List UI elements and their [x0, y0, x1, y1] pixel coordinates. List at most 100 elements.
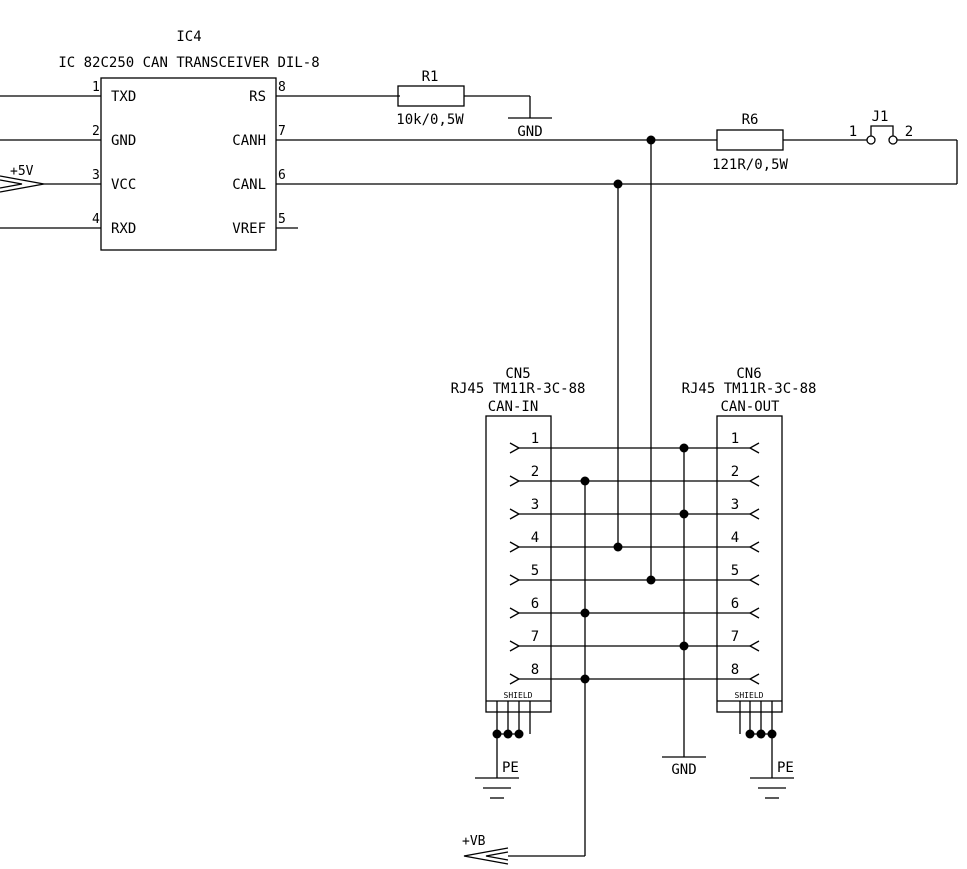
cn5: CN5 RJ45 TM11R-3C-88 CAN-IN SHIELD PE — [451, 366, 586, 799]
ic4-pin3-num: 3 — [92, 168, 100, 183]
cn6-shield-label: SHIELD — [735, 691, 764, 700]
cn5-pin-number: 6 — [531, 596, 539, 612]
ic4-pin-rs: RS — [249, 89, 266, 105]
ic4-ref: IC4 — [176, 29, 201, 45]
cn6-pin-number: 1 — [731, 431, 739, 447]
r6-ref: R6 — [742, 112, 759, 128]
r6-body — [716, 129, 784, 151]
plus-vb-label: +VB — [462, 834, 486, 849]
ic4-pin1-num: 1 — [92, 80, 100, 95]
plus5v-arrow — [0, 175, 45, 193]
cn6-pin-number: 2 — [731, 464, 739, 480]
cn6: CN6 RJ45 TM11R-3C-88 CAN-OUT SHIELD PE — [682, 366, 817, 799]
junction-canh-pin5 — [646, 575, 656, 585]
cn6-pin-number: 7 — [731, 629, 739, 645]
cn6-pin-number: 5 — [731, 563, 739, 579]
r1-value: 10k/0,5W — [396, 112, 464, 128]
j1: J1 1 2 — [849, 109, 958, 184]
cn5-body — [485, 415, 552, 713]
r1-ref: R1 — [422, 69, 439, 85]
ic4-pin5-num: 5 — [278, 212, 286, 227]
junction-gnd-pin7 — [679, 641, 689, 651]
ic4-pin-vcc: VCC — [111, 177, 136, 193]
pe-label-left: PE — [502, 760, 519, 776]
cn5-pin-number: 3 — [531, 497, 539, 513]
j1-ref: J1 — [872, 109, 889, 125]
ic4-pin-txd: TXD — [111, 89, 136, 105]
cn6-pin-arrow — [748, 607, 760, 619]
cn5-pin-number: 4 — [531, 530, 539, 546]
plus5v-label: +5V — [10, 164, 34, 179]
junction-vb-pin6 — [580, 608, 590, 618]
junction-canl — [613, 179, 623, 189]
gnd-label-r1: GND — [517, 124, 542, 140]
cn5-pin-number: 5 — [531, 563, 539, 579]
ic4-pin-vref: VREF — [232, 221, 266, 237]
cn6-pin-arrow — [748, 475, 760, 487]
junction-vb-pin2 — [580, 476, 590, 486]
cn5-pin-arrow — [509, 508, 521, 520]
cn5-pin-number: 1 — [531, 431, 539, 447]
cn6-part: RJ45 TM11R-3C-88 — [682, 381, 817, 397]
ic4-pin-canl: CANL — [232, 177, 266, 193]
cn5-pin-arrow — [509, 607, 521, 619]
connector-pin-rows: 1 1 2 2 3 3 4 4 5 5 6 6 7 7 8 8 — [509, 431, 760, 685]
cn5-part: RJ45 TM11R-3C-88 — [451, 381, 586, 397]
cn5-pin-number: 8 — [531, 662, 539, 678]
junction-gnd-pin3 — [679, 509, 689, 519]
junction-gnd-pin1 — [679, 443, 689, 453]
cn6-pin-arrow — [748, 574, 760, 586]
j1-pin2-num: 2 — [905, 124, 913, 140]
plus-vb-arrow — [463, 847, 509, 865]
cn6-body — [716, 415, 783, 713]
ic4-body — [100, 77, 277, 251]
cn6-pin-number: 8 — [731, 662, 739, 678]
cn5-pin-arrow — [509, 640, 521, 652]
cn5-shield-label: SHIELD — [504, 691, 533, 700]
cn5-pin-arrow — [509, 574, 521, 586]
cn5-pin-number: 7 — [531, 629, 539, 645]
r6-value: 121R/0,5W — [712, 157, 788, 173]
cn5-pin-arrow — [509, 442, 521, 454]
junction-canh — [646, 135, 656, 145]
ic4-pin6-num: 6 — [278, 168, 286, 183]
cn6-ref: CN6 — [736, 366, 761, 382]
cn6-pin-arrow — [748, 442, 760, 454]
cn6-pin-arrow — [748, 640, 760, 652]
junction-canl-pin4 — [613, 542, 623, 552]
j1-bridge — [870, 125, 894, 136]
ic4-pin8-num: 8 — [278, 80, 286, 95]
plus-vb-flag: +VB — [462, 834, 509, 865]
r1: R1 10k/0,5W GND — [396, 69, 552, 140]
junction-vb-pin8 — [580, 674, 590, 684]
ic4-pin-canh: CANH — [232, 133, 266, 149]
r6: R6 121R/0,5W — [712, 112, 867, 173]
cn5-pin-arrow — [509, 475, 521, 487]
ic4-pin4-num: 4 — [92, 212, 100, 227]
r1-body — [397, 85, 465, 107]
cn6-pin-number: 6 — [731, 596, 739, 612]
cn5-label: CAN-IN — [488, 399, 539, 415]
gnd-label-bus: GND — [671, 762, 696, 778]
plus5v-flag: +5V — [0, 164, 45, 193]
cn5-pin-arrow — [509, 541, 521, 553]
cn5-pin-arrow — [509, 673, 521, 685]
cn5-pin-number: 2 — [531, 464, 539, 480]
cn6-pin-number: 4 — [731, 530, 739, 546]
ic4-description: IC 82C250 CAN TRANSCEIVER DIL-8 — [58, 55, 319, 71]
ic4-pin-rxd: RXD — [111, 221, 136, 237]
j1-pin2 — [888, 135, 898, 145]
ic4-pin-gnd: GND — [111, 133, 136, 149]
j1-pin1 — [866, 135, 876, 145]
j1-pin1-num: 1 — [849, 124, 857, 140]
cn6-pin-arrow — [748, 541, 760, 553]
pe-label-right: PE — [777, 760, 794, 776]
ic4-pin7-num: 7 — [278, 124, 286, 139]
cn6-pin-arrow — [748, 508, 760, 520]
ic4-pin2-num: 2 — [92, 124, 100, 139]
cn6-label: CAN-OUT — [720, 399, 780, 415]
cn5-ref: CN5 — [505, 366, 530, 382]
cn6-pin-arrow — [748, 673, 760, 685]
cn6-pin-number: 3 — [731, 497, 739, 513]
